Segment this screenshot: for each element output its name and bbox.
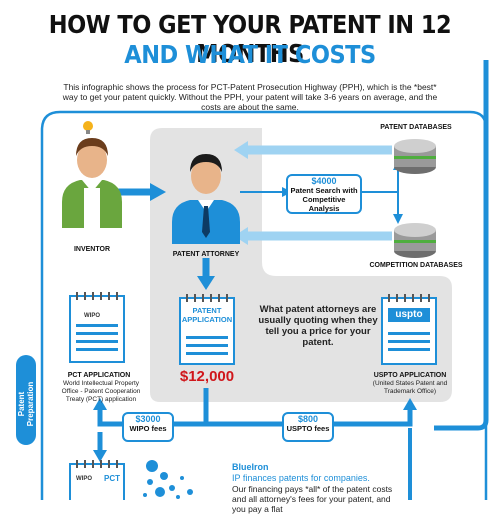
- wipo-fee-label: WIPO fees: [129, 424, 167, 433]
- pct-bottom-document-icon: [69, 460, 125, 500]
- page-title-line2: AND WHAT IT COSTS: [124, 40, 376, 69]
- pct-down-head: [93, 450, 107, 462]
- pct-title: PCT APPLICATION: [67, 372, 131, 379]
- attorney-label: PATENT ATTORNEY: [172, 251, 240, 258]
- competition-databases-label: COMPETITION DATABASES: [369, 262, 463, 269]
- intro-text: This infographic shows the process for P…: [62, 82, 438, 112]
- application-to-uspto-arrow: [206, 408, 413, 427]
- page-title-line1: HOW TO GET YOUR PATENT IN 12 MONTHS: [48, 10, 452, 68]
- uspto-fee-amount: $800: [297, 414, 319, 424]
- outer-frame: [40, 110, 470, 500]
- dots-decoration: [143, 460, 193, 499]
- uspto-logo: uspto: [395, 309, 423, 320]
- patent-application-icon: [179, 294, 235, 365]
- wipo-fees-box: $3000 WIPO fees: [122, 412, 174, 442]
- inventor-label: INVENTOR: [73, 246, 111, 253]
- uspto-description: (United States Patent and Trademark Offi…: [372, 380, 448, 395]
- application-to-pct-head: [93, 398, 107, 410]
- uspto-title: USPTO APPLICATION: [373, 372, 447, 379]
- company-body: Our financing pays *all* of the patent c…: [232, 484, 393, 514]
- pct-bottom-tag: PCT: [104, 474, 120, 483]
- application-to-uspto-head: [403, 398, 417, 410]
- patent-search-box: $4000 Patent Search with Competitive Ana…: [286, 174, 362, 214]
- patent-databases-label: PATENT DATABASES: [380, 124, 452, 131]
- pct-document-icon: [69, 292, 125, 363]
- patent-application-amount: $12,000: [179, 368, 235, 385]
- wipo-fee-amount: $3000: [135, 414, 161, 424]
- pct-wipo-logo: WIPO: [84, 313, 100, 319]
- pct-description: World Intellectual Property Office - Pat…: [61, 380, 141, 403]
- outer-frame-right: [469, 110, 488, 500]
- search-to-db-bottom-head: [393, 214, 403, 224]
- db-arrow-top-head: [234, 141, 248, 159]
- uspto-document-icon: [381, 294, 437, 365]
- db-arrow-bottom-head: [234, 227, 248, 245]
- patent-application-label: PATENT APPLICATION: [181, 306, 233, 324]
- search-amount: $4000: [311, 176, 337, 186]
- lightbulb-icon: [83, 121, 93, 131]
- uspto-fee-label: USPTO fees: [286, 424, 330, 433]
- attorney-to-application-head: [197, 276, 215, 290]
- side-tab: [16, 355, 36, 445]
- middle-note: What patent attorneys are usually quotin…: [258, 304, 378, 348]
- patent-database-icon: [394, 139, 436, 174]
- side-tab-label: Patent Preparation: [17, 381, 35, 427]
- company-headline: IP finances patents for companies.: [232, 473, 370, 483]
- search-label: Patent Search with Competitive Analysis: [290, 186, 358, 213]
- uspto-fees-box: $800 USPTO fees: [282, 412, 334, 442]
- pct-bottom-wipo-logo: WIPO: [76, 476, 92, 482]
- competition-database-icon: [394, 223, 436, 258]
- inventor-to-attorney-head: [150, 183, 166, 201]
- attorney-figure: [172, 154, 240, 244]
- company-name: BlueIron: [232, 462, 269, 472]
- inventor-figure: [62, 121, 122, 228]
